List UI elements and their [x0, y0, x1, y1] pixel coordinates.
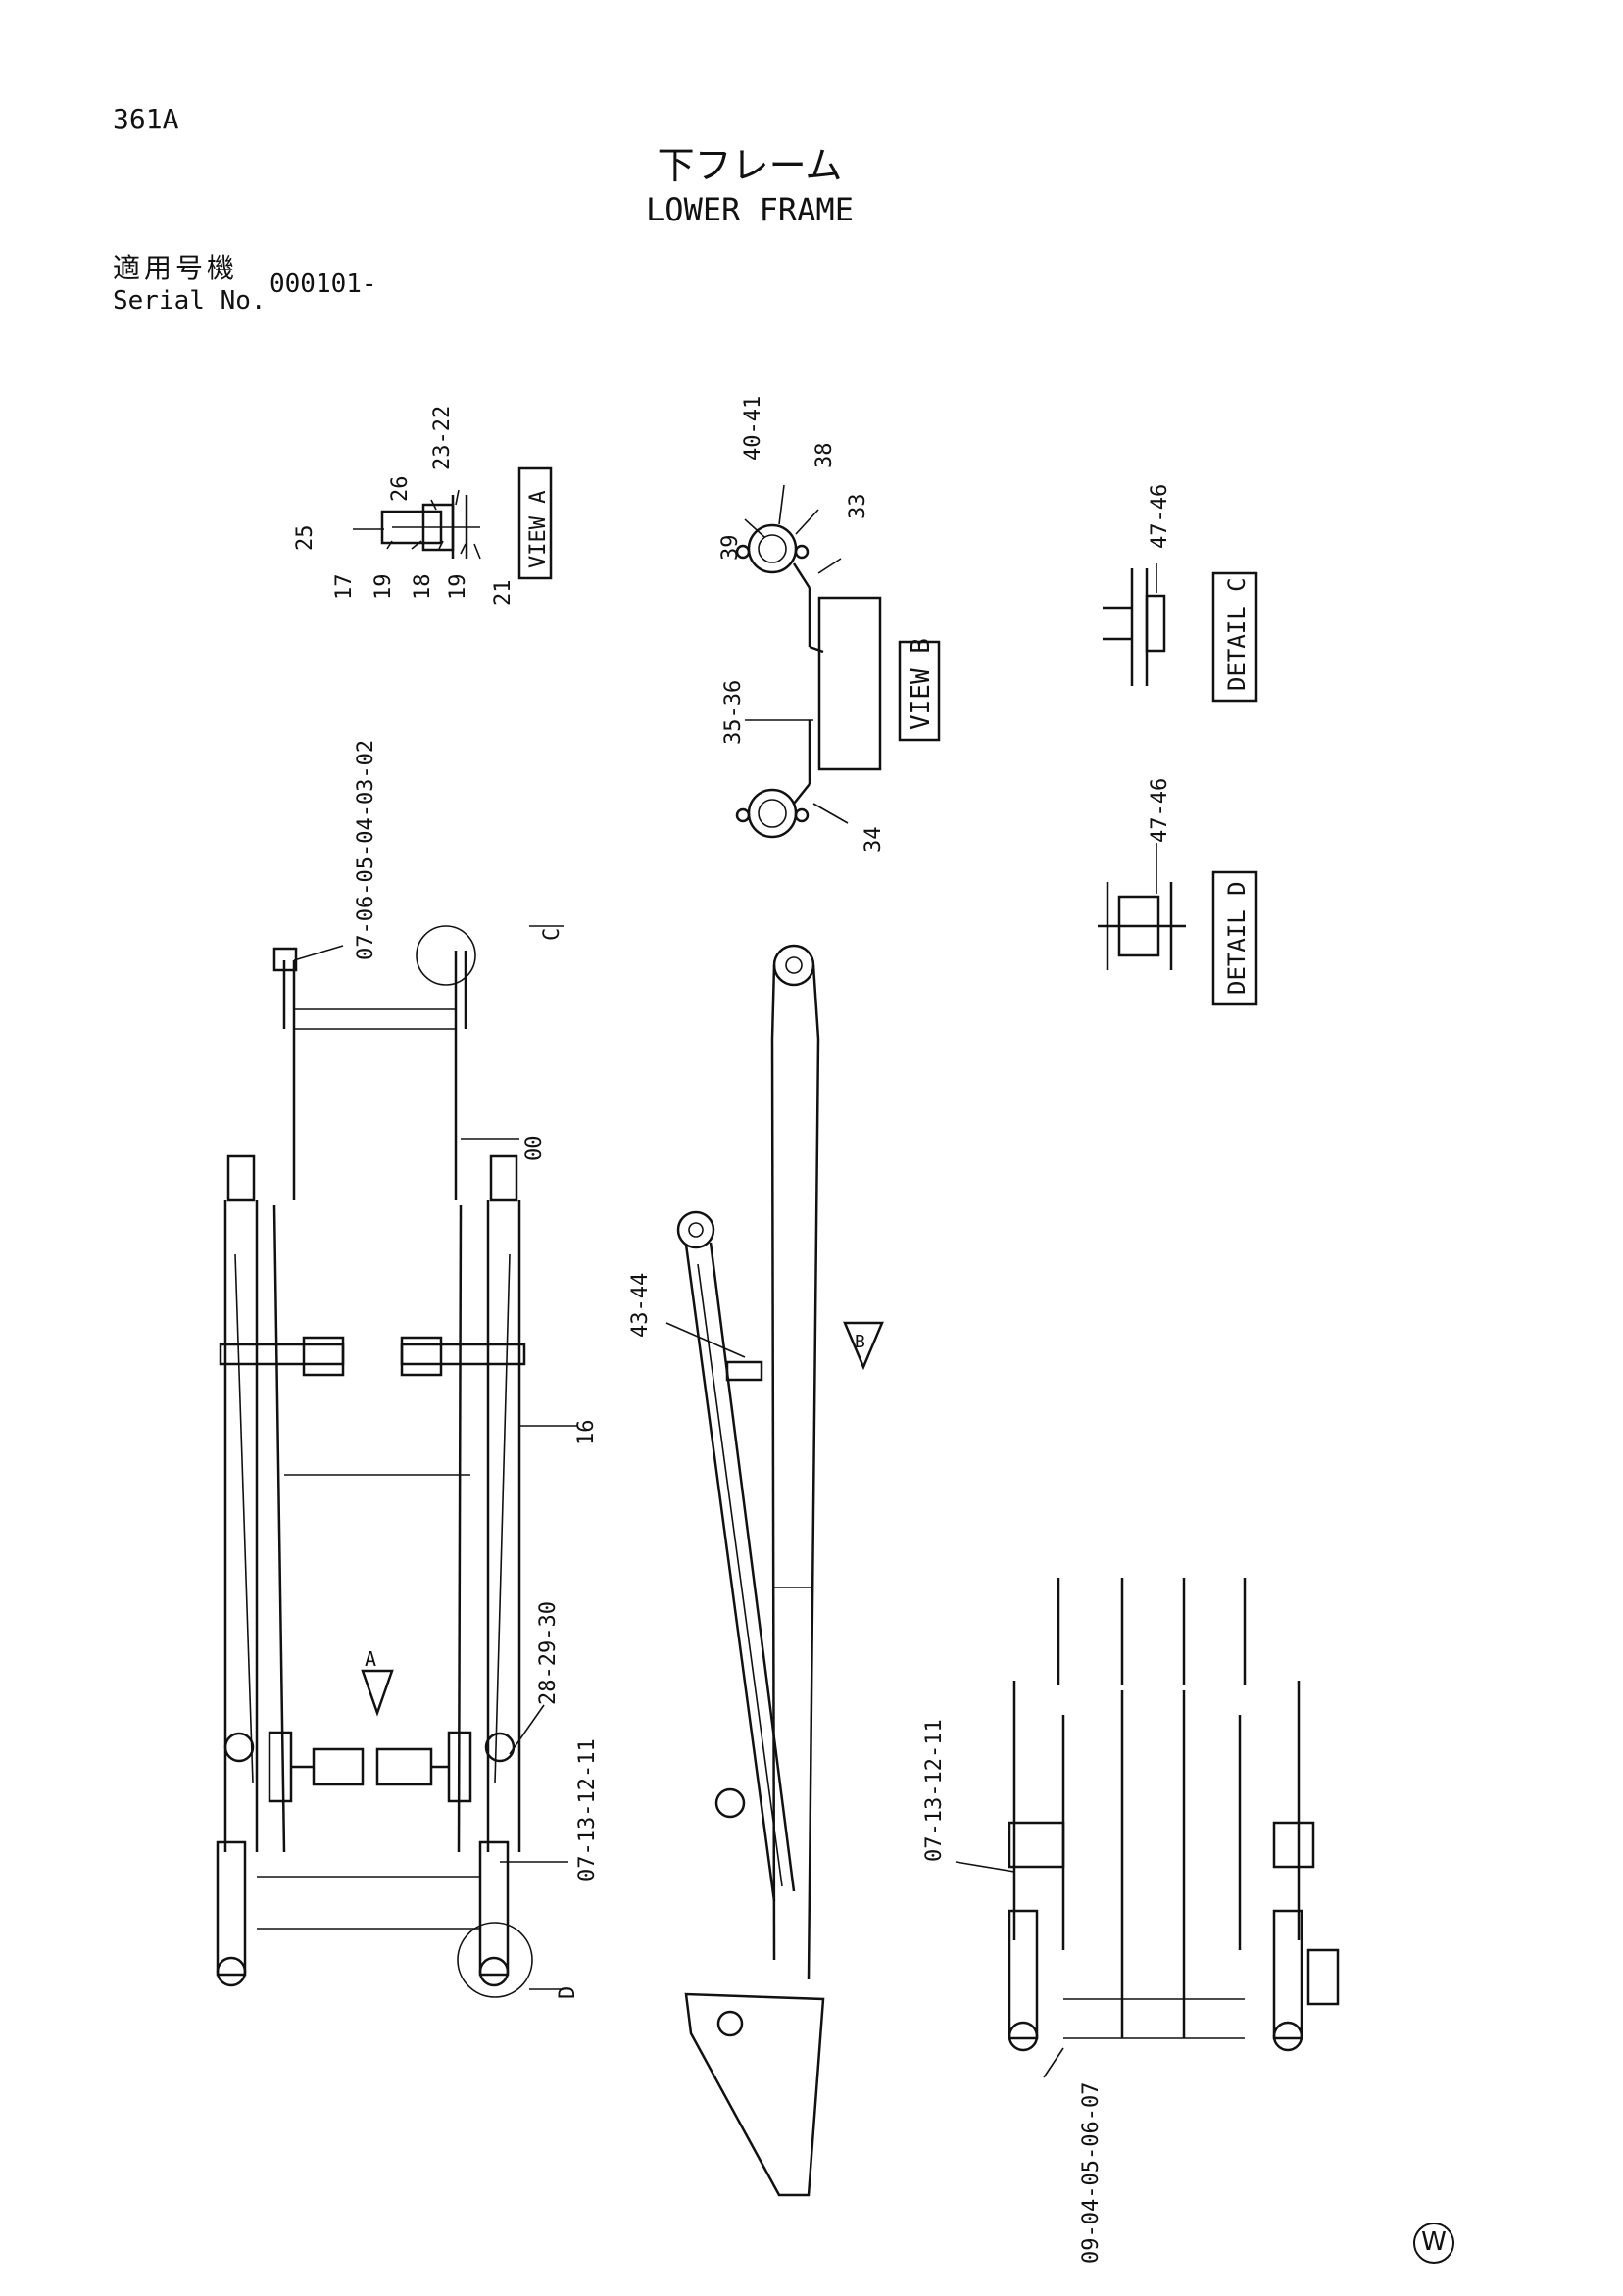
callout-26: 26: [388, 476, 413, 503]
callout-23-22: 23-22: [430, 406, 455, 470]
callout-34: 34: [861, 827, 886, 854]
detail-d-box: [1211, 870, 1258, 1006]
callout-25: 25: [293, 525, 318, 552]
view-b-label: VIEW B: [907, 638, 936, 730]
page-code: 361A: [113, 103, 179, 135]
callout-07-13-left: 07-13-12-11: [575, 1738, 600, 1881]
callout-19a: 19: [371, 574, 396, 601]
side-elevation: [665, 944, 884, 2197]
lower-frame-plan: [216, 925, 578, 1998]
section-marker-d: D: [556, 1986, 580, 1999]
callout-18: 18: [411, 574, 435, 601]
title-english: LOWER FRAME: [646, 191, 854, 228]
view-a-label: VIEW A: [526, 491, 551, 568]
detail-d-part: [1098, 843, 1186, 970]
track-frame-partial: [955, 1578, 1340, 2078]
view-a-box: [517, 466, 553, 580]
callout-21: 21: [491, 580, 516, 607]
callout-33: 33: [846, 494, 870, 520]
copyright-mark: W: [1413, 2223, 1454, 2264]
callout-39: 39: [718, 535, 743, 562]
callout-47-46-c: 47-46: [1148, 484, 1172, 549]
callout-43-44: 43-44: [628, 1273, 653, 1338]
detail-c-part: [1103, 563, 1166, 686]
detail-c-label: DETAIL C: [1223, 577, 1251, 691]
callout-28-29-30: 28-29-30: [536, 1601, 561, 1705]
callout-35-36: 35-36: [721, 680, 746, 745]
view-b-detail: [735, 484, 882, 839]
serial-label-english: Serial No.: [113, 286, 267, 316]
detail-c-box: [1211, 571, 1258, 703]
callout-07-13-right: 07-13-12-11: [922, 1719, 947, 1862]
callout-38: 38: [812, 443, 837, 469]
title-japanese: 下フレーム: [657, 144, 843, 187]
callout-19b: 19: [446, 574, 470, 601]
serial-label-japanese: 適用号機: [113, 252, 239, 284]
section-marker-b: B: [855, 1332, 865, 1352]
callout-47-46-d: 47-46: [1148, 778, 1172, 843]
section-marker-a: A: [365, 1647, 376, 1671]
callout-09-04: 09-04-05-06-07: [1079, 2082, 1104, 2264]
view-b-box: [898, 640, 941, 742]
callout-40-41: 40-41: [741, 396, 765, 461]
detail-d-label: DETAIL D: [1223, 881, 1251, 995]
callout-17: 17: [332, 574, 357, 601]
callout-00: 00: [522, 1136, 547, 1162]
callout-07-06: 07-06-05-04-03-02: [354, 740, 378, 960]
section-marker-c: C: [540, 928, 565, 941]
callout-16: 16: [574, 1420, 599, 1446]
view-a-detail: [353, 489, 481, 560]
serial-number: 000101-: [270, 269, 377, 299]
